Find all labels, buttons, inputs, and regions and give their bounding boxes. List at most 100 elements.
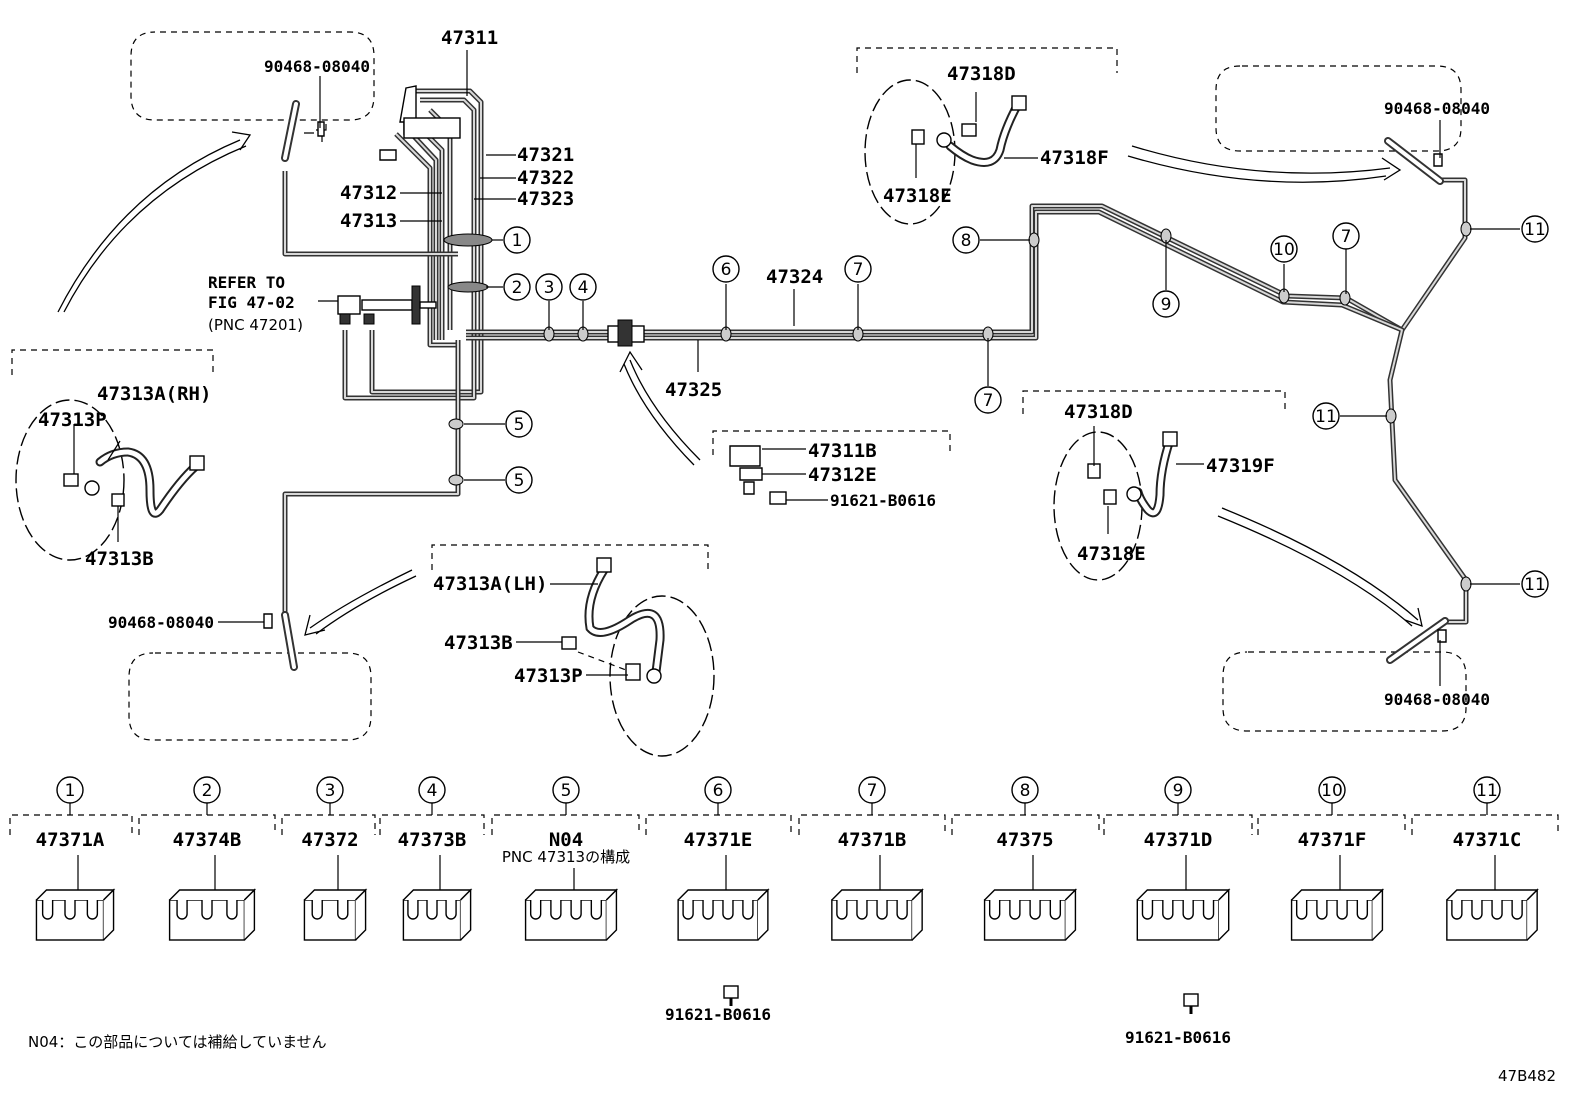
label-47313P-LH: 47313P <box>514 665 583 687</box>
clamp-number: 9 <box>1173 781 1184 801</box>
label-47319F: 47319F <box>1206 455 1275 477</box>
label-47313P-RH: 47313P <box>38 409 107 431</box>
leader-lines <box>73 50 1520 686</box>
svg-text:6: 6 <box>721 260 732 280</box>
label-47313A-RH: 47313A(RH) <box>97 383 211 405</box>
clamp-number: 8 <box>1020 781 1031 801</box>
clamp-number: 4 <box>427 781 438 801</box>
label-47313B-RH: 47313B <box>85 548 154 570</box>
figure-code: 47B482 <box>1498 1067 1556 1085</box>
svg-text:11: 11 <box>1524 575 1546 595</box>
bracket-47311B-parts <box>729 445 787 505</box>
label-47311B: 47311B <box>808 440 877 462</box>
callout-3: 3 <box>535 273 563 301</box>
svg-text:4: 4 <box>578 278 589 298</box>
label-47312: 47312 <box>340 182 397 204</box>
center-joint <box>607 319 645 347</box>
clamp-bracket <box>1411 814 1559 835</box>
footnote: N04：この部品については補給していません <box>28 1033 327 1051</box>
clamp-3: 3 47372 <box>281 776 376 941</box>
svg-text:10: 10 <box>1273 240 1295 260</box>
zone-front-left <box>130 31 375 121</box>
callout-4: 4 <box>569 273 597 301</box>
label-union-top-right: 90468-08040 <box>1384 99 1490 118</box>
label-47318D-top: 47318D <box>947 63 1016 85</box>
hose-detail-47318F <box>864 79 1027 225</box>
clamp-number: 5 <box>561 781 572 801</box>
callout-11b: 11 <box>1312 402 1340 430</box>
clamp-part-number: 47375 <box>996 829 1053 851</box>
callout-11c: 11 <box>1521 570 1549 598</box>
label-union-top-left: 90468-08040 <box>264 57 370 76</box>
label-union-bottom-right: 90468-08040 <box>1384 690 1490 709</box>
svg-text:7: 7 <box>853 260 864 280</box>
callout-9: 9 <box>1152 290 1180 318</box>
clamp-note: PNC 47313の構成 <box>502 848 630 866</box>
label-refer-to: REFER TO <box>208 273 285 292</box>
label-47311: 47311 <box>441 27 498 49</box>
svg-text:9: 9 <box>1161 295 1172 315</box>
clamp-number: 6 <box>713 781 724 801</box>
svg-text:7: 7 <box>983 391 994 411</box>
clamp-part-number: 47372 <box>301 829 358 851</box>
label-47321: 47321 <box>517 144 574 166</box>
group-brackets <box>11 47 1286 570</box>
svg-text:11: 11 <box>1315 407 1337 427</box>
callout-5a: 5 <box>505 410 533 438</box>
clamp-bolt <box>723 985 739 999</box>
svg-text:2: 2 <box>512 278 523 298</box>
clamp-part-number: 47371C <box>1453 829 1522 851</box>
label-pnc-47201: (PNC 47201) <box>208 316 303 334</box>
wheel-zones <box>128 31 1467 741</box>
callout-7c: 7 <box>1332 222 1360 250</box>
callout-6: 6 <box>712 255 740 283</box>
callout-8: 8 <box>952 226 980 254</box>
zone-rear-left <box>128 652 372 741</box>
unions <box>263 100 1449 671</box>
zone-rear-right <box>1222 651 1467 732</box>
callout-1: 1 <box>503 226 531 254</box>
direction-arrows <box>57 131 1423 636</box>
label-47313B-LH: 47313B <box>444 632 513 654</box>
svg-text:8: 8 <box>961 231 972 251</box>
clamp-part-number: N04 <box>549 829 583 851</box>
clamp-number: 3 <box>325 781 336 801</box>
label-47312E: 47312E <box>808 464 877 486</box>
svg-text:11: 11 <box>1524 220 1546 240</box>
callouts: 1 2 3 4 5 5 6 7 7 7 8 9 10 11 11 11 <box>503 215 1549 598</box>
label-union-bottom-left: 90468-08040 <box>108 613 214 632</box>
zone-front-right <box>1215 65 1462 152</box>
callout-2: 2 <box>503 273 531 301</box>
bracket-47313A-RH <box>11 349 214 375</box>
clamp-bolt-number: 91621-B0616 <box>665 1005 771 1024</box>
label-47325: 47325 <box>665 379 722 401</box>
bracket-47318-bottom <box>1022 390 1286 414</box>
svg-text:3: 3 <box>544 278 555 298</box>
label-47318E-bottom: 47318E <box>1077 543 1146 565</box>
tube-47324 <box>466 177 1468 335</box>
brake-tubes <box>282 88 1472 625</box>
clamp-bolt-number: 91621-B0616 <box>1125 1028 1231 1047</box>
clamp-part-number: 47374B <box>173 829 242 851</box>
bracket-47311B <box>712 430 951 455</box>
label-47318D-bottom: 47318D <box>1064 401 1133 423</box>
clamp-number: 1 <box>65 781 76 801</box>
clamp-1: 1 47371A <box>9 776 133 941</box>
clamp-part-number: 47371A <box>36 829 105 851</box>
svg-text:5: 5 <box>514 471 525 491</box>
clamp-number: 10 <box>1321 781 1343 801</box>
svg-text:1: 1 <box>512 231 523 251</box>
label-47313: 47313 <box>340 210 397 232</box>
tube-bundle <box>342 88 484 401</box>
callout-7a: 7 <box>844 255 872 283</box>
callout-10: 10 <box>1270 235 1298 263</box>
master-cylinder-block <box>337 85 461 325</box>
